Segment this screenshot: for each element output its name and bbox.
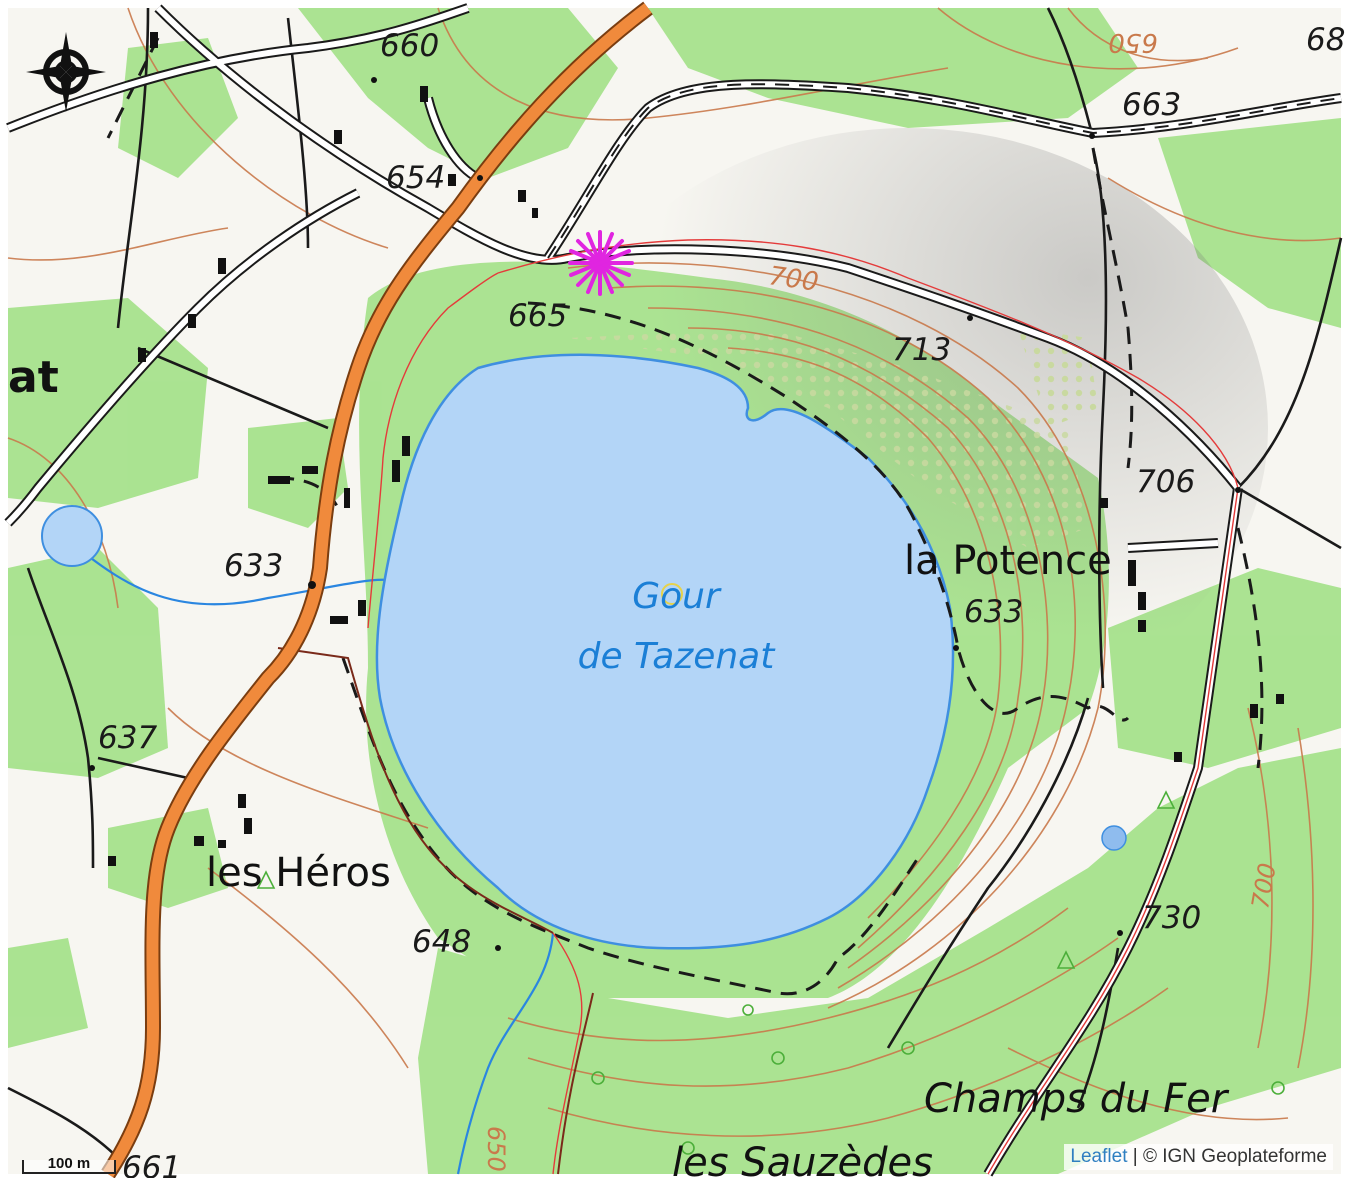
footpaths — [277, 647, 594, 1175]
place-label-partial: at — [8, 352, 59, 403]
elevation-637: 637 — [98, 720, 157, 756]
contour-label-650-bottom: 650 — [482, 1126, 510, 1172]
elevation-654: 654 — [386, 160, 445, 196]
small-pond-east — [1101, 825, 1127, 851]
minor-roads — [4, 3, 1342, 1177]
buildings — [108, 32, 1284, 866]
viewpoint-marker — [568, 230, 634, 296]
lake-gour-de-tazenat — [375, 353, 955, 950]
elevation-665: 665 — [508, 298, 567, 334]
lake-label-line2: de Tazenat — [578, 636, 777, 677]
contour-label-700: 700 — [767, 261, 820, 298]
compass-icon[interactable] — [24, 30, 108, 114]
lake-center-marker — [661, 583, 683, 605]
scree-area — [568, 328, 1088, 548]
elevation-labels: 660 654 663 68 665 713 706 633 633 637 6… — [98, 22, 1345, 1178]
vegetation-symbols — [256, 790, 1285, 1155]
elevation-730: 730 — [1142, 900, 1201, 936]
place-label-les-sauzedes: les Sauzèdes — [672, 1140, 933, 1178]
place-labels: at la Potence les Héros Champs du Fer le… — [8, 352, 1230, 1178]
topographic-map[interactable]: 660 654 663 68 665 713 706 633 633 637 6… — [4, 1, 1345, 1178]
elevation-660: 660 — [380, 28, 439, 64]
contour-lines — [7, 7, 1342, 1137]
scale-control: 100 m — [22, 1154, 118, 1174]
elevation-706: 706 — [1136, 464, 1195, 500]
spot-heights — [89, 77, 1241, 951]
paths — [7, 7, 1343, 1159]
elevation-661: 661 — [122, 1150, 181, 1178]
leaflet-link[interactable]: Leaflet — [1070, 1146, 1128, 1167]
place-label-la-potence: la Potence — [904, 538, 1112, 584]
elevation-713: 713 — [892, 332, 951, 368]
elevation-68: 68 — [1306, 22, 1345, 58]
scale-bar — [22, 1160, 116, 1174]
elevation-663: 663 — [1122, 87, 1181, 123]
contour-label-650-top: 650 — [1108, 27, 1158, 57]
main-road — [101, 1, 653, 1178]
attribution-separator: | — [1127, 1146, 1143, 1167]
streams — [77, 547, 555, 1175]
elevation-633-west: 633 — [224, 548, 283, 584]
place-label-champs-du-fer: Champs du Fer — [924, 1076, 1230, 1122]
lake-labels: Gour de Tazenat — [578, 576, 777, 677]
place-label-les-heros: les Héros — [206, 850, 391, 896]
elevation-633-east: 633 — [964, 594, 1023, 630]
lake-label-line1: Gour — [632, 576, 722, 617]
elevation-648: 648 — [412, 924, 471, 960]
scale-label: 100 m — [47, 1155, 91, 1172]
page-top-strip — [0, 0, 1349, 8]
attribution-text: © IGN Geoplateforme — [1142, 1146, 1327, 1167]
map-viewport[interactable]: 660 654 663 68 665 713 706 633 633 637 6… — [4, 1, 1345, 1178]
small-pond-west — [41, 505, 103, 567]
map-attribution: Leaflet | © IGN Geoplateforme — [1064, 1144, 1333, 1170]
